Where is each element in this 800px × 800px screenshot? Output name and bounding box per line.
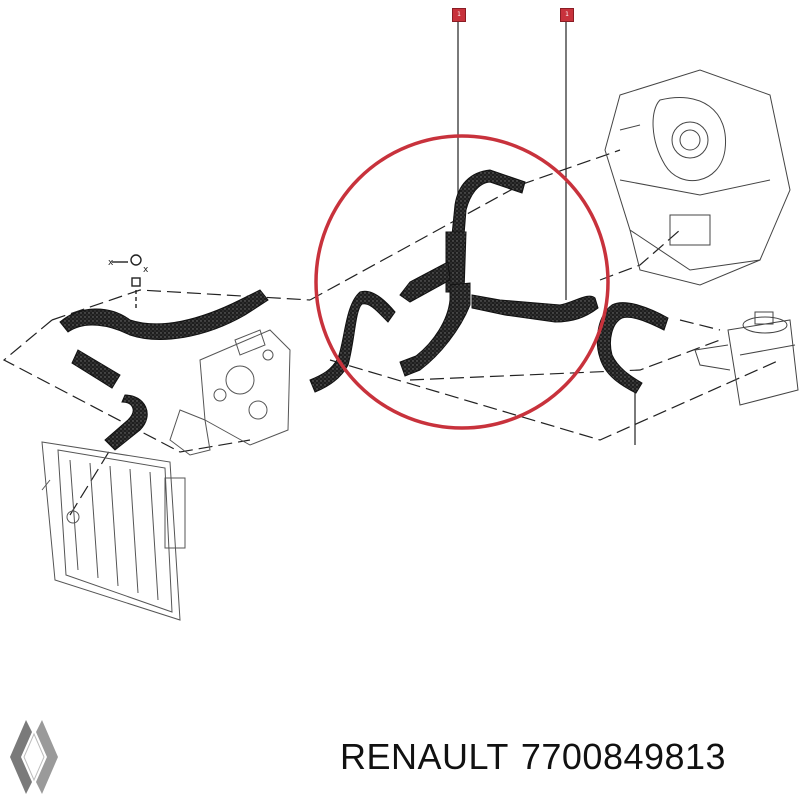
expansion-tank-icon bbox=[694, 311, 799, 406]
hose-set-highlighted bbox=[309, 169, 599, 393]
hose-clamp-icon: x x bbox=[108, 254, 149, 310]
hose-u-right bbox=[596, 302, 669, 394]
callout-1: 1 bbox=[452, 8, 466, 22]
heater-unit-icon bbox=[604, 69, 791, 286]
parts-diagram: x x bbox=[2, 22, 799, 621]
part-caption: RENAULT 7700849813 bbox=[340, 736, 726, 778]
part-number: 7700849813 bbox=[520, 736, 727, 777]
callout-lines bbox=[457, 22, 636, 445]
hose-set-left bbox=[59, 289, 269, 451]
renault-logo bbox=[10, 720, 58, 794]
highlight-circle bbox=[314, 134, 610, 430]
svg-text:x: x bbox=[143, 265, 149, 275]
brand-name: RENAULT bbox=[340, 736, 509, 777]
radiator-icon bbox=[41, 441, 186, 621]
engine-block-icon bbox=[169, 329, 291, 456]
leader-lines bbox=[2, 149, 781, 516]
svg-text:x: x bbox=[108, 258, 114, 268]
callout-2: 1 bbox=[560, 8, 574, 22]
